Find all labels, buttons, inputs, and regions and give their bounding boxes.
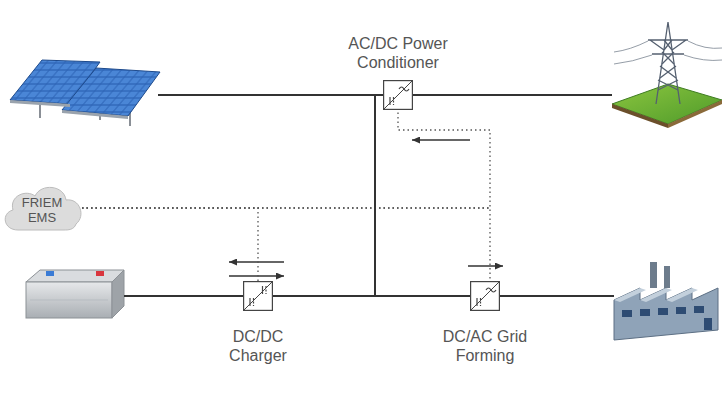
dc-bus-line xyxy=(375,95,470,296)
ground-edge xyxy=(612,104,668,128)
control-line xyxy=(82,208,258,281)
converter-box xyxy=(244,282,273,311)
window xyxy=(622,310,632,317)
converter-node: DC/DC Charger xyxy=(243,281,273,311)
grid-line xyxy=(413,94,612,96)
converter-label: AC/DC Power Conditioner xyxy=(323,34,473,72)
window xyxy=(658,308,668,315)
flow-arrow xyxy=(412,139,470,140)
wire xyxy=(684,55,722,60)
factory-door xyxy=(704,318,712,330)
tower-lattice xyxy=(648,22,688,104)
dc-symbol xyxy=(249,298,250,306)
cloud-outline xyxy=(5,187,81,230)
dc-symbol xyxy=(393,97,394,105)
flow-arrow xyxy=(229,261,284,262)
flow-arrow xyxy=(468,265,503,266)
tower-arms xyxy=(648,40,688,54)
dc-symbol xyxy=(480,298,481,306)
converter-node: DC/AC Grid Forming xyxy=(470,281,500,311)
window xyxy=(676,307,686,314)
battery-stripe xyxy=(30,300,108,301)
flow-arrow xyxy=(229,275,284,276)
converter-symbol xyxy=(383,80,413,110)
dc-symbol xyxy=(476,298,477,306)
dc-symbol xyxy=(265,286,266,294)
node-label: FRIEM EMS xyxy=(18,196,66,226)
converter-diagonal xyxy=(244,282,273,311)
ground-edge xyxy=(668,100,722,128)
power-lines xyxy=(124,95,614,296)
factory-icon xyxy=(614,262,718,340)
window xyxy=(640,309,650,316)
panel-edge xyxy=(10,100,70,107)
load-line xyxy=(500,295,614,297)
grid-tower-icon xyxy=(612,22,722,128)
solar-panel-icon xyxy=(10,60,160,126)
control-line xyxy=(82,110,490,208)
ems-cloud: FRIEM EMS xyxy=(0,180,84,236)
battery-body xyxy=(26,282,112,318)
converter-diagonal xyxy=(384,81,413,110)
converter-diagonal xyxy=(471,282,500,311)
battery-terminal xyxy=(46,271,54,276)
battery-side xyxy=(112,270,124,318)
battery-terminal xyxy=(96,271,104,276)
converter-label: DC/AC Grid Forming xyxy=(435,327,535,365)
wire xyxy=(688,41,722,48)
dc-bus-line xyxy=(273,295,470,297)
converter-box xyxy=(384,81,413,110)
factory-windows xyxy=(622,306,712,330)
ac-symbol xyxy=(399,87,409,91)
pv-line xyxy=(158,94,376,96)
chimney xyxy=(664,266,670,288)
power-wires xyxy=(614,41,722,64)
converter-node: AC/DC Power Conditioner xyxy=(383,80,413,110)
ac-symbol xyxy=(486,288,496,292)
window xyxy=(694,306,704,313)
solar-panel xyxy=(62,68,160,116)
converter-symbol xyxy=(243,281,273,311)
panel-edge xyxy=(62,110,128,119)
converter-box xyxy=(471,282,500,311)
chimney xyxy=(650,262,657,288)
factory-building xyxy=(614,288,718,340)
converter-label: DC/DC Charger xyxy=(223,327,293,365)
wire xyxy=(614,55,652,64)
tower-frame xyxy=(656,22,680,104)
grass-patch xyxy=(612,84,722,124)
dc-symbol xyxy=(262,286,263,294)
dc-symbol xyxy=(389,97,390,105)
dc-symbol xyxy=(253,298,254,306)
control-line xyxy=(82,208,490,281)
battery-icon xyxy=(26,270,124,318)
battery-line xyxy=(124,295,243,297)
wire xyxy=(614,41,648,52)
dc-bus-line xyxy=(273,95,383,296)
converter-symbol xyxy=(470,281,500,311)
battery-top xyxy=(26,270,124,282)
factory-roof xyxy=(666,288,698,302)
